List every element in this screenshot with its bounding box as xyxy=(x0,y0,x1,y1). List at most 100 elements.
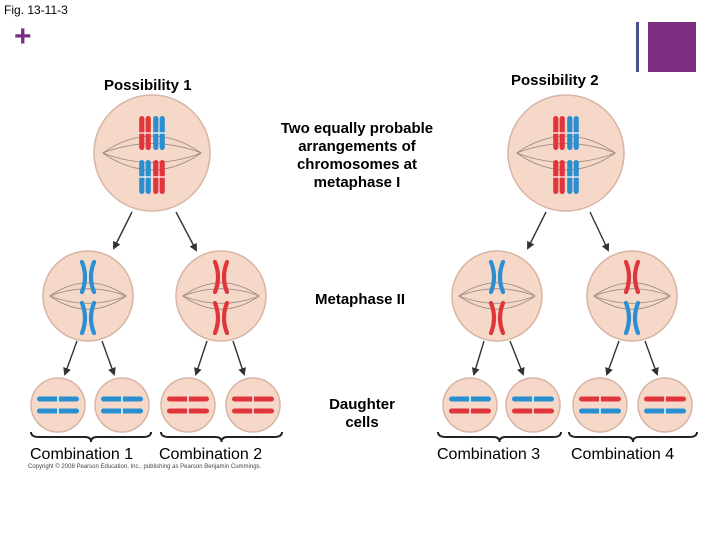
combination-brace xyxy=(568,431,698,443)
spindle-fiber xyxy=(49,295,127,310)
arrow xyxy=(589,211,610,252)
chromosome xyxy=(488,259,497,295)
daughter-cell-3 xyxy=(160,377,216,433)
centromere xyxy=(469,408,471,414)
arrow xyxy=(113,211,133,250)
centromere xyxy=(553,176,565,178)
metaphase-i-caption: Two equally probable arrangements of chr… xyxy=(280,120,434,191)
arrow xyxy=(605,340,620,376)
spindle-fiber xyxy=(593,288,671,297)
daughter-cell-5 xyxy=(442,377,498,433)
centromere xyxy=(252,408,254,414)
copyright-notice: Copyright © 2008 Pearson Education, Inc.… xyxy=(28,464,262,470)
plus-icon: + xyxy=(14,20,32,53)
chromosome xyxy=(88,259,97,295)
cell-body xyxy=(507,94,625,212)
spindle-fiber xyxy=(102,152,202,171)
combination-brace xyxy=(30,431,152,443)
cell-body xyxy=(94,377,150,433)
spindle-fiber xyxy=(458,288,536,297)
chromosome xyxy=(88,300,97,336)
decorative-box xyxy=(648,22,696,72)
daughter-cell-6 xyxy=(505,377,561,433)
daughter-cell-4 xyxy=(225,377,281,433)
centromere xyxy=(153,132,165,134)
metaphase-ii-cell-2 xyxy=(175,250,267,342)
centromere xyxy=(553,132,565,134)
figure-label: Fig. 13-11-3 xyxy=(4,3,68,17)
cell-body xyxy=(93,94,211,212)
centromere xyxy=(469,396,471,402)
centromere xyxy=(664,408,666,414)
metaphase-ii-label: Metaphase II xyxy=(314,291,406,308)
combination-4-label: Combination 4 xyxy=(571,446,675,463)
arrow xyxy=(471,340,485,376)
combination-1-label: Combination 1 xyxy=(30,446,134,463)
spindle-fiber xyxy=(593,295,671,310)
spindle-fiber xyxy=(182,282,260,297)
centromere xyxy=(599,408,601,414)
cell-body xyxy=(451,250,543,342)
daughter-cell-7 xyxy=(572,377,628,433)
chromosome xyxy=(212,259,221,295)
cell-body xyxy=(572,377,628,433)
chromosome xyxy=(623,300,632,336)
chromosome xyxy=(212,300,221,336)
chromosome xyxy=(632,300,641,336)
arrow xyxy=(194,340,208,376)
metaphase-ii-cell-1 xyxy=(42,250,134,342)
arrow xyxy=(175,211,197,252)
spindle-fiber xyxy=(516,152,616,163)
centromere xyxy=(57,408,59,414)
possibility-2-title: Possibility 2 xyxy=(511,72,599,89)
cell-body xyxy=(30,377,86,433)
centromere xyxy=(532,396,534,402)
centromere xyxy=(139,132,151,134)
spindle-fiber xyxy=(593,295,671,304)
spindle-fiber xyxy=(516,135,616,154)
centromere xyxy=(187,396,189,402)
cell-body xyxy=(586,250,678,342)
chromosome xyxy=(632,259,641,295)
cell-body xyxy=(175,250,267,342)
centromere xyxy=(139,176,151,178)
combination-3-label: Combination 3 xyxy=(437,446,541,463)
chromosome xyxy=(221,300,230,336)
spindle-fiber xyxy=(49,288,127,297)
combination-2-label: Combination 2 xyxy=(159,446,263,463)
spindle-fiber xyxy=(593,282,671,297)
spindle-fiber xyxy=(102,152,202,163)
centromere xyxy=(567,132,579,134)
cell-body xyxy=(637,377,693,433)
spindle-fiber xyxy=(102,143,202,154)
decorative-bar xyxy=(636,22,639,72)
centromere xyxy=(57,396,59,402)
spindle-fiber xyxy=(458,295,536,304)
arrow xyxy=(527,211,547,250)
centromere xyxy=(664,396,666,402)
possibility-1-title: Possibility 1 xyxy=(104,77,192,94)
arrow xyxy=(63,340,78,376)
centromere xyxy=(121,408,123,414)
chromosome xyxy=(497,300,506,336)
metaphase-ii-cell-4 xyxy=(586,250,678,342)
metaphase-ii-cell-3 xyxy=(451,250,543,342)
chromosome xyxy=(221,259,230,295)
cell-body xyxy=(160,377,216,433)
centromere xyxy=(153,176,165,178)
chromosome xyxy=(488,300,497,336)
cell-body xyxy=(442,377,498,433)
chromosome xyxy=(79,259,88,295)
arrow xyxy=(101,340,116,376)
spindle-fiber xyxy=(49,295,127,304)
cell-body xyxy=(42,250,134,342)
chromosome xyxy=(497,259,506,295)
spindle-fiber xyxy=(458,295,536,310)
chromosome xyxy=(79,300,88,336)
spindle-fiber xyxy=(102,135,202,154)
metaphase-i-cell-2 xyxy=(507,94,625,212)
spindle-fiber xyxy=(516,152,616,171)
arrow xyxy=(644,340,659,376)
centromere xyxy=(252,396,254,402)
